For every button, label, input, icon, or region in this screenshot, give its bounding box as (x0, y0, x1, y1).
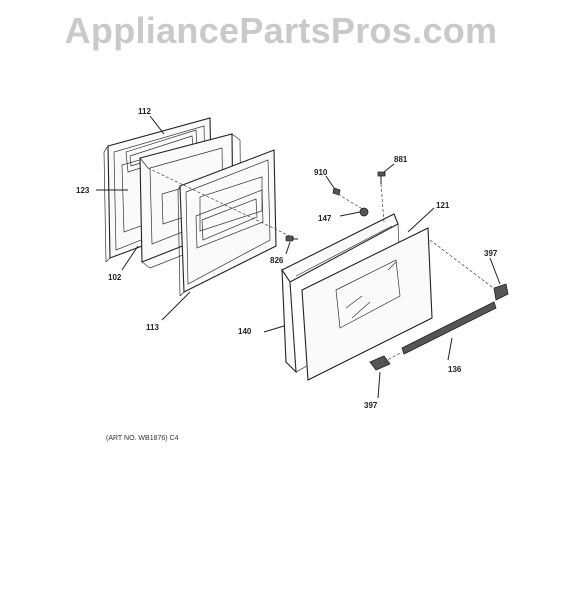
part-147-washer (359, 207, 369, 217)
label-397-upper: 397 (484, 249, 498, 258)
watermark-text: AppliancePartsPros.com (64, 10, 498, 51)
part-397-end-cap-upper (493, 283, 509, 301)
part-140-outer-frame (281, 213, 403, 374)
label-140: 140 (238, 327, 252, 336)
label-881: 881 (394, 155, 408, 164)
part-136-trim-strip (401, 301, 497, 355)
art-number-caption: (ART NO. WB1876) C4 (106, 435, 179, 442)
label-123: 123 (76, 186, 90, 195)
label-910: 910 (314, 168, 328, 177)
part-113-window-frame (177, 149, 277, 297)
leader-lines (96, 115, 501, 399)
part-826-screw (285, 235, 298, 242)
label-826: 826 (270, 256, 284, 265)
label-112: 112 (138, 107, 151, 116)
label-113: 113 (146, 323, 159, 332)
part-121-door-glass (301, 227, 433, 381)
label-121: 121 (436, 201, 450, 210)
assembly-lines (147, 167, 497, 363)
part-397-end-cap-lower (369, 355, 391, 371)
label-102: 102 (108, 273, 122, 282)
part-881-screw (377, 171, 386, 184)
label-147: 147 (318, 214, 332, 223)
label-136: 136 (448, 365, 462, 374)
label-397-lower: 397 (364, 401, 378, 410)
part-910-screw (332, 187, 341, 196)
